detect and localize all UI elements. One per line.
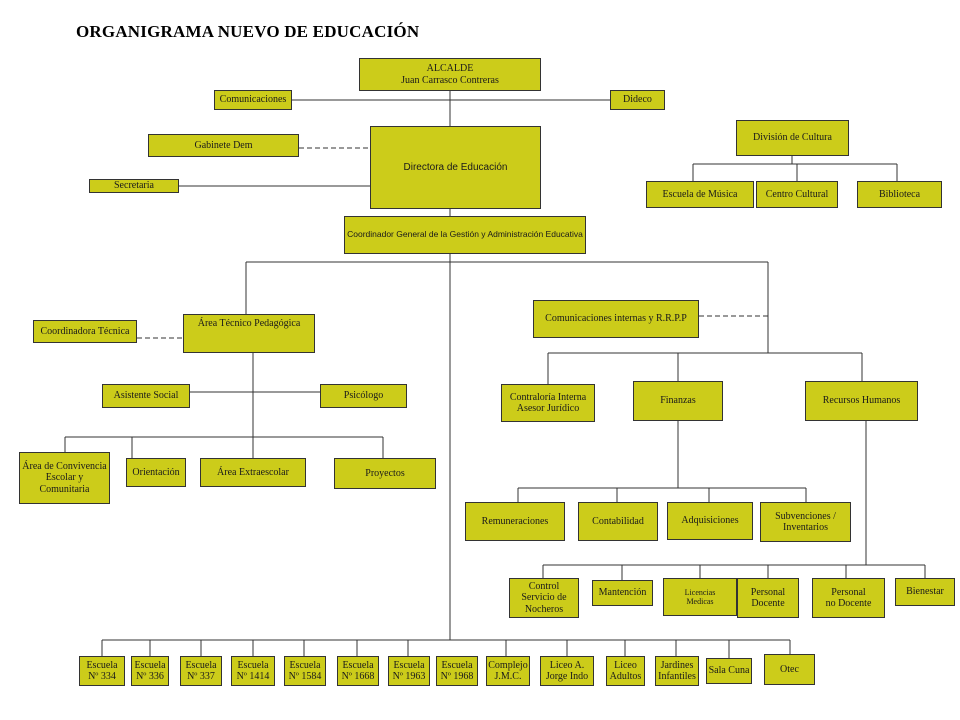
node-alcalde-label: ALCALDE Juan Carrasco Contreras [401,63,499,86]
node-cultura-label: División de Cultura [753,132,832,144]
node-directora: Directora de Educación [370,126,541,209]
node-jardines: Jardines Infantiles [655,656,699,686]
node-escuela-336-label: Escuela Nº 336 [134,659,166,683]
node-escuela-1668: Escuela Nº 1668 [337,656,379,686]
node-personal-docente-label: Personal Docente [750,586,786,610]
node-remuneraciones: Remuneraciones [465,502,565,541]
node-dideco: Dideco [610,90,665,110]
node-remuneraciones-label: Remuneraciones [481,515,549,527]
node-escuela-1414: Escuela Nº 1414 [231,656,275,686]
node-dideco-label: Dideco [623,94,652,106]
node-coord-tecnica: Coordinadora Técnica [33,320,137,343]
node-centro-cultural-label: Centro Cultural [765,188,829,200]
node-gabinete: Gabinete Dem [148,134,299,157]
node-contabilidad: Contabilidad [578,502,658,541]
node-escuela-1963: Escuela Nº 1963 [388,656,430,686]
node-subvenciones: Subvenciones / Inventarios [760,502,851,542]
node-escuela-337: Escuela Nº 337 [180,656,222,686]
node-contabilidad-label: Contabilidad [592,515,644,527]
node-personal-docente: Personal Docente [737,578,799,618]
node-escuela-1584-label: Escuela Nº 1584 [288,659,322,683]
node-personal-no-docente: Personal no Docente [812,578,885,618]
node-jardines-label: Jardines Infantiles [658,659,696,683]
node-escuela-1414-label: Escuela Nº 1414 [236,659,270,683]
node-directora-label: Directora de Educación [403,161,508,173]
node-contraloria: Contraloría Interna Asesor Jurídico [501,384,595,422]
node-coordinador-label: Coordinador General de la Gestión y Admi… [347,229,583,240]
node-escuela-1584: Escuela Nº 1584 [284,656,326,686]
node-secretaria: Secretaria [89,179,179,193]
node-escuela-1963-label: Escuela Nº 1963 [392,659,426,683]
node-coordinador: Coordinador General de la Gestión y Admi… [344,216,586,254]
node-area-tecnico: Área Técnico Pedagógica [183,314,315,353]
node-otec-label: Otec [780,663,799,675]
node-adquisiciones-label: Adquisiciones [681,515,739,527]
node-escuela-1968-label: Escuela Nº 1968 [440,659,474,683]
node-biblioteca: Biblioteca [857,181,942,208]
node-rrhh-label: Recursos Humanos [822,395,901,407]
node-mantencion: Mantención [592,580,653,606]
node-asistente: Asistente Social [102,384,190,408]
node-gabinete-label: Gabinete Dem [194,139,253,151]
node-escuela-336: Escuela Nº 336 [131,656,169,686]
node-bienestar: Bienestar [895,578,955,606]
node-cultura: División de Cultura [736,120,849,156]
node-alcalde: ALCALDE Juan Carrasco Contreras [359,58,541,91]
node-escuela-337-label: Escuela Nº 337 [185,659,217,683]
node-musica-label: Escuela de Música [662,188,738,200]
node-psicologo: Psicólogo [320,384,407,408]
node-comunicaciones: Comunicaciones [214,90,292,110]
node-subvenciones-label: Subvenciones / Inventarios [775,510,836,534]
node-escuela-1968: Escuela Nº 1968 [436,656,478,686]
node-orientacion-label: Orientación [132,466,180,478]
node-personal-no-docente-label: Personal no Docente [825,586,872,610]
node-area-tecnico-label: Área Técnico Pedagógica [197,318,301,329]
node-asistente-label: Asistente Social [113,390,179,402]
node-proyectos-label: Proyectos [365,467,405,479]
node-comunic-internas-label: Comunicaciones internas y R.R.P.P [545,313,687,325]
node-liceo-jorge-indo-label: Liceo A. Jorge Indo [545,659,589,683]
node-centro-cultural: Centro Cultural [756,181,838,208]
node-proyectos: Proyectos [334,458,436,489]
node-sala-cuna: Sala Cuna [706,658,752,684]
node-complejo: Complejo J.M.C. [486,656,530,686]
node-control: Control Servicio de Nocheros [509,578,579,618]
node-liceo-jorge-indo: Liceo A. Jorge Indo [540,656,594,686]
node-finanzas: Finanzas [633,381,723,421]
node-otec: Otec [764,654,815,685]
node-secretaria-label: Secretaria [114,180,154,192]
node-orientacion: Orientación [126,458,186,487]
node-control-label: Control Servicio de Nocheros [521,580,567,615]
node-sala-cuna-label: Sala Cuna [708,665,750,677]
node-complejo-label: Complejo J.M.C. [488,659,528,683]
node-licencias: Licencias Medicas [663,578,737,616]
node-extraescolar-label: Área Extraescolar [217,466,289,478]
node-contraloria-label: Contraloría Interna Asesor Jurídico [509,391,587,415]
page-title: ORGANIGRAMA NUEVO DE EDUCACIÓN [76,22,420,41]
node-escuela-1668-label: Escuela Nº 1668 [341,659,375,683]
node-coord-tecnica-label: Coordinadora Técnica [40,325,130,337]
node-licencias-label: Licencias Medicas [684,587,716,606]
node-rrhh: Recursos Humanos [805,381,918,421]
node-extraescolar: Área Extraescolar [200,458,306,487]
node-bienestar-label: Bienestar [906,586,944,598]
node-musica: Escuela de Música [646,181,754,208]
node-escuela-334: Escuela Nº 334 [79,656,125,686]
node-biblioteca-label: Biblioteca [878,188,921,200]
node-mantencion-label: Mantención [598,587,647,599]
node-adquisiciones: Adquisiciones [667,502,753,540]
node-psicologo-label: Psicólogo [343,390,384,402]
node-convivencia-label: Área de Convivencia Escolar y Comunitari… [22,460,107,495]
node-convivencia: Área de Convivencia Escolar y Comunitari… [19,452,110,504]
node-liceo-adultos-label: Liceo Adultos [609,659,642,683]
node-escuela-334-label: Escuela Nº 334 [86,659,118,683]
node-finanzas-label: Finanzas [660,395,696,407]
node-comunicaciones-label: Comunicaciones [219,94,287,106]
node-liceo-adultos: Liceo Adultos [606,656,645,686]
node-comunic-internas: Comunicaciones internas y R.R.P.P [533,300,699,338]
